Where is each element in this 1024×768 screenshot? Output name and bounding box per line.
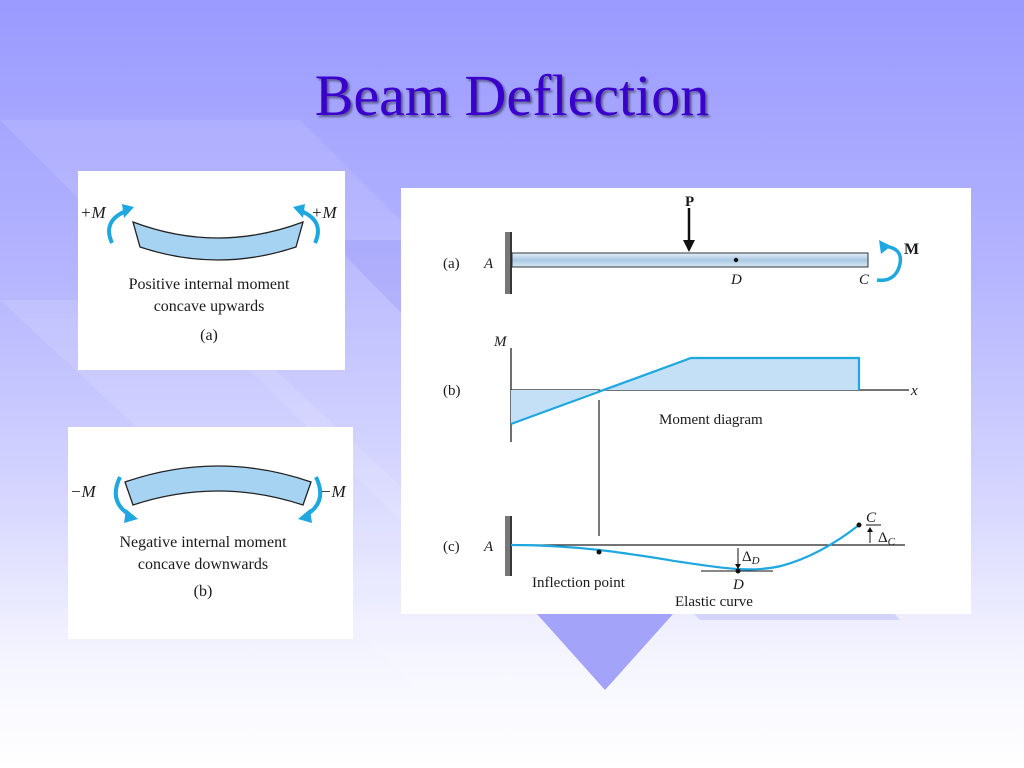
- inflection-point-label: Inflection point: [532, 575, 626, 591]
- elastic-curve-caption: Elastic curve: [675, 594, 753, 610]
- moment-m-label: M: [904, 241, 919, 258]
- x-axis-label: x: [910, 383, 918, 399]
- caption-line-1: Negative internal moment: [119, 534, 287, 551]
- left-moment-label: +M: [80, 203, 106, 222]
- background-arrow-shape: [520, 595, 690, 690]
- curved-beam-concave-down: [124, 465, 312, 506]
- wall-support-c: [505, 516, 512, 576]
- left-moment-label: −M: [70, 482, 96, 501]
- section-a-tag: (a): [443, 256, 460, 272]
- section-b-tag: (b): [443, 383, 461, 399]
- delta-c-label: ΔC: [878, 530, 896, 548]
- right-moment-label: +M: [311, 203, 337, 222]
- elastic-curve-section: (c) A C ΔC ΔD D Inflection point Elastic…: [443, 510, 905, 610]
- curved-beam-concave-up: [132, 220, 304, 261]
- beam-analysis-panel: (a) A P D C M (b) M x Moment diagram: [401, 188, 971, 614]
- curved-arrow-left-icon: [107, 209, 127, 244]
- panel-tag: (a): [200, 327, 218, 344]
- negative-moment-panel: −M −M Negative internal moment concave d…: [68, 427, 353, 639]
- inflection-point-marker: [596, 549, 602, 555]
- caption-line-2: concave downwards: [138, 556, 268, 573]
- support-a-label-c: A: [483, 539, 494, 555]
- curved-arrow-right-icon: [300, 209, 320, 244]
- elastic-curve: [510, 524, 860, 571]
- m-axis-label: M: [493, 334, 508, 350]
- moment-diagram-caption: Moment diagram: [659, 412, 763, 428]
- positive-moment-panel: +M +M Positive internal moment concave u…: [78, 171, 345, 370]
- cantilever-beam: [511, 252, 869, 268]
- point-d-marker: [733, 257, 739, 263]
- point-d-label-c: D: [732, 577, 744, 593]
- point-c-label-c: C: [866, 510, 877, 526]
- point-d-label: D: [730, 272, 742, 288]
- delta-d-label: ΔD: [742, 549, 760, 567]
- wall-support: [505, 232, 512, 294]
- load-p-label: P: [685, 194, 694, 210]
- panel-tag: (b): [194, 583, 213, 600]
- right-moment-label: −M: [320, 482, 346, 501]
- positive-moment-region: [599, 358, 859, 390]
- caption-line-1: Positive internal moment: [129, 276, 290, 293]
- slide-title: Beam Deflection: [314, 63, 710, 128]
- point-c-marker: [856, 522, 862, 528]
- support-a-label: A: [483, 256, 494, 272]
- moment-line: [510, 356, 861, 426]
- point-c-label: C: [859, 272, 870, 288]
- moment-diagram: (b) M x Moment diagram: [443, 334, 918, 442]
- moment-arrow-icon: [876, 244, 903, 283]
- caption-line-2: concave upwards: [154, 298, 265, 315]
- beam-section-a: (a) A P D C M: [443, 194, 919, 294]
- section-c-tag: (c): [443, 539, 460, 555]
